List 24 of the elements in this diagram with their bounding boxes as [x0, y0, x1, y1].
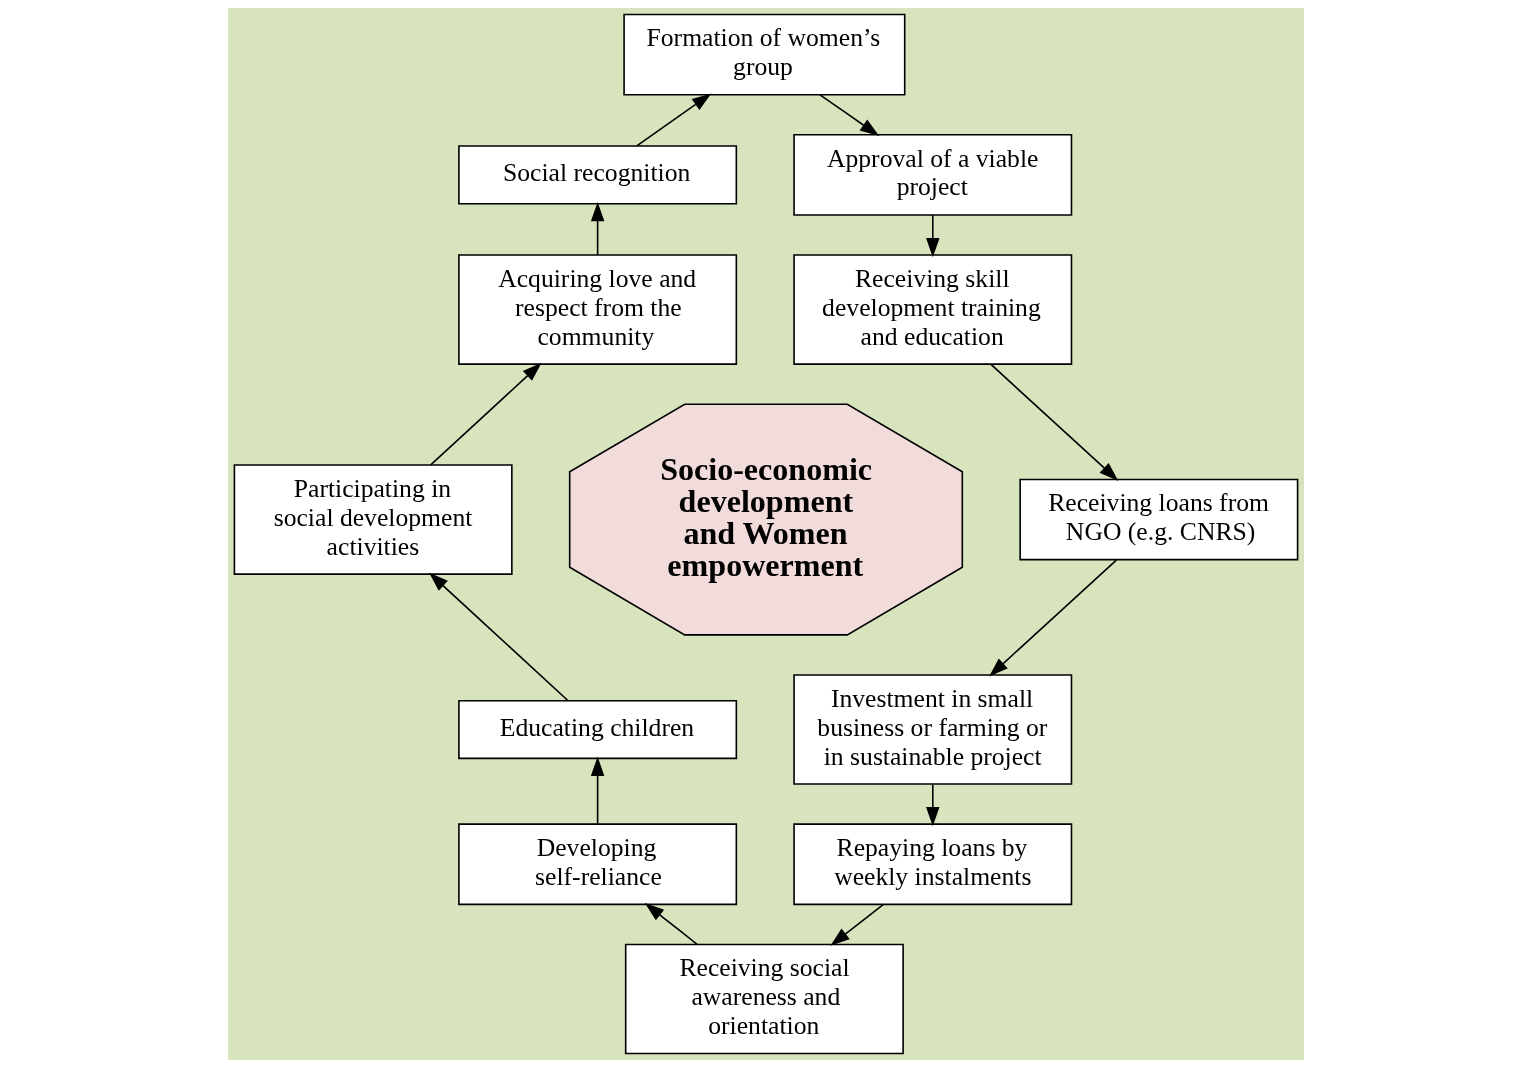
node-box: Formation of women’s group	[623, 13, 906, 96]
arrow	[429, 362, 542, 466]
arrow	[819, 94, 880, 137]
node-box: Receiving skill development training and education	[793, 254, 1073, 365]
arrow	[590, 201, 605, 256]
arrow	[990, 363, 1119, 481]
node-box: Acquiring love and respect from the community	[458, 254, 738, 365]
node-box: Investment in small business or farming or in sustainable project	[793, 674, 1073, 785]
node-box: Receiving social awareness and orientation	[624, 943, 904, 1055]
arrow	[926, 214, 940, 258]
node-box: Educating children	[458, 699, 738, 760]
arrow	[644, 903, 698, 946]
node-box: Receiving loans from NGO (e.g. CNRS)	[1019, 478, 1299, 561]
arrow	[926, 783, 940, 827]
node-box: Social recognition	[458, 145, 738, 205]
node-box: Approval of a viable project	[793, 134, 1073, 216]
node-box: Developing self-reliance	[458, 823, 738, 906]
node-box: Repaying loans by weekly instalments	[793, 823, 1073, 906]
arrow	[429, 572, 569, 702]
node-box: Participating in social development activities	[233, 464, 513, 575]
arrow	[830, 903, 884, 946]
arrow	[989, 559, 1118, 677]
arrow	[590, 756, 605, 825]
arrow	[636, 93, 712, 147]
